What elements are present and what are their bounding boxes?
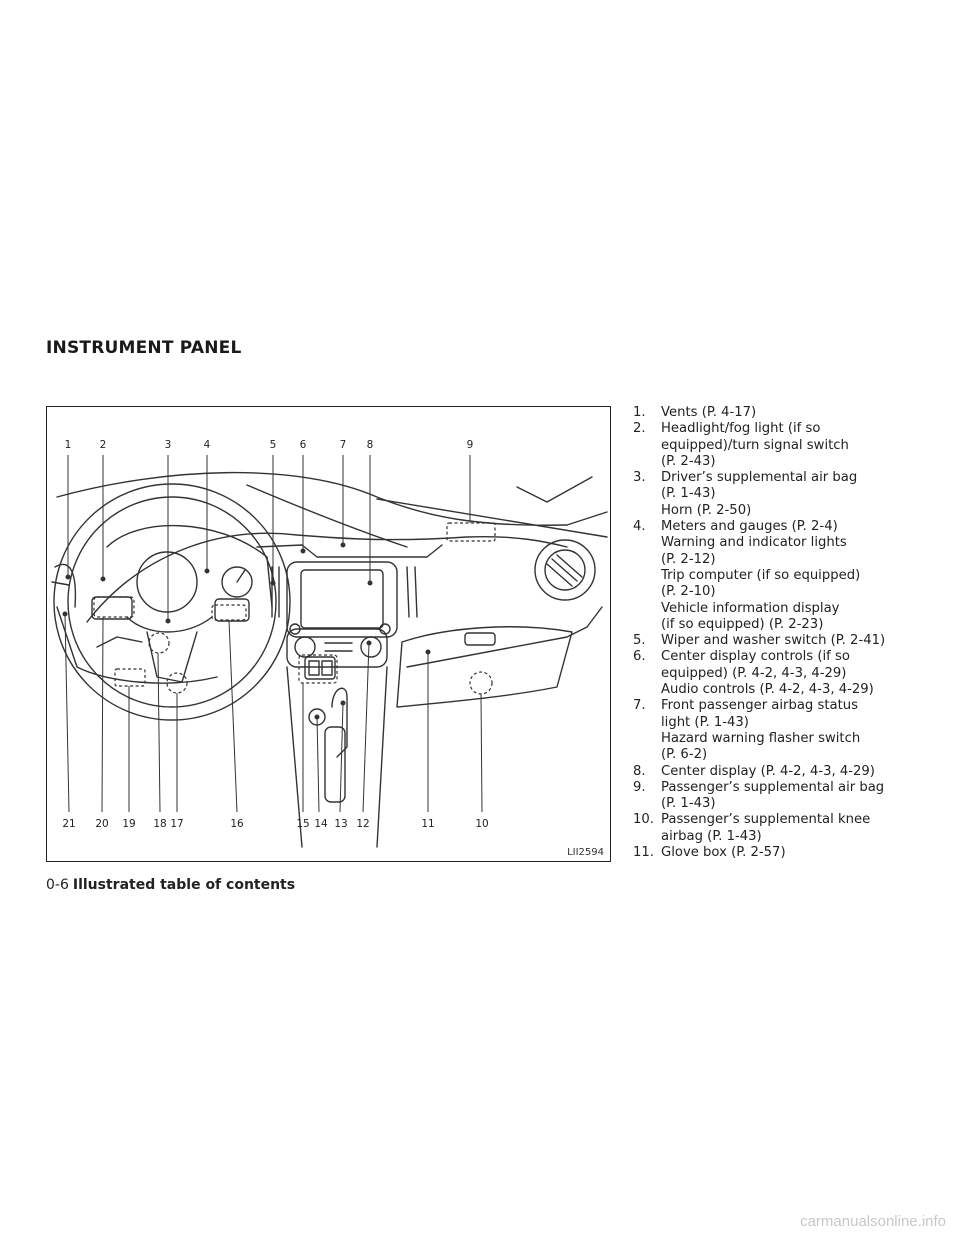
- item-text: Front passenger airbag status: [661, 698, 859, 714]
- item-number: 10.: [633, 812, 654, 828]
- callout-5: 5: [269, 439, 277, 451]
- callout-17: 17: [170, 818, 184, 830]
- callout-16: 16: [230, 818, 244, 830]
- callout-4: 4: [203, 439, 211, 451]
- item-number: 2.: [633, 421, 646, 437]
- item-text: Driver’s supplemental air bag: [661, 470, 858, 486]
- item-text: Warning and indicator lights: [661, 535, 847, 551]
- callout-21: 21: [62, 818, 76, 830]
- item-text: equipped)/turn signal switch: [661, 437, 849, 453]
- item-text: Vehicle information display: [661, 600, 840, 616]
- item-text: Glove box (P. 2-57): [661, 845, 786, 861]
- item-text: Headlight/fog light (if so: [661, 421, 821, 437]
- list-item[interactable]: 8. Center display (P. 4-2, 4-3, 4-29): [633, 764, 933, 780]
- item-text: Meters and gauges (P. 2-4): [661, 519, 838, 535]
- callout-9: 9: [466, 439, 474, 451]
- callout-6: 6: [299, 439, 307, 451]
- page-number: 0-6: [46, 877, 69, 893]
- list-item[interactable]: 7. Front passenger airbag status light (…: [633, 698, 933, 763]
- item-text: Vents (P. 4-17): [661, 405, 757, 420]
- callout-8: 8: [366, 439, 374, 451]
- item-text: Horn (P. 2-50): [661, 502, 752, 518]
- callout-1: 1: [64, 439, 72, 451]
- callout-7: 7: [339, 439, 347, 451]
- item-text: Passenger’s supplemental air bag: [661, 779, 885, 795]
- callout-2: 2: [99, 439, 107, 451]
- watermark: carmanualsonline.info: [800, 1213, 946, 1230]
- item-text: equipped) (P. 4-2, 4-3, 4-29): [661, 665, 847, 681]
- list-item[interactable]: 6. Center display controls (if so equipp…: [633, 649, 933, 698]
- item-number: 6.: [633, 649, 646, 665]
- item-text: Audio controls (P. 4-2, 4-3, 4-29): [661, 682, 874, 698]
- item-text: Hazard warning flasher switch: [661, 730, 861, 746]
- item-text: Trip computer (if so equipped): [661, 567, 861, 583]
- instrument-panel-figure: 1 2 3 4 5 6 7 8 9 21 20 19 18 17 16 15 1…: [46, 406, 611, 862]
- callout-3: 3: [164, 439, 172, 451]
- item-text: (P. 2-43): [661, 453, 716, 469]
- item-text: (P. 2-12): [661, 551, 716, 567]
- item-text: Center display controls (if so: [661, 649, 850, 665]
- item-text: Passenger’s supplemental knee: [661, 812, 871, 828]
- callout-15: 15: [296, 818, 310, 830]
- section-title: INSTRUMENT PANEL: [46, 338, 242, 358]
- list-item[interactable]: 2. Headlight/fog light (if so equipped)/…: [633, 421, 933, 470]
- item-number: 8.: [633, 763, 646, 779]
- item-number: 5.: [633, 633, 646, 649]
- item-number: 3.: [633, 470, 646, 486]
- callout-18: 18: [153, 818, 167, 830]
- list-item[interactable]: 4. Meters and gauges (P. 2-4) Warning an…: [633, 519, 933, 633]
- item-text: light (P. 1-43): [661, 714, 749, 730]
- callout-14: 14: [314, 818, 328, 830]
- callout-19: 19: [122, 818, 136, 830]
- item-number: 1.: [633, 405, 646, 420]
- item-text: airbag (P. 1-43): [661, 828, 762, 844]
- item-text: Wiper and washer switch (P. 2-41): [661, 633, 886, 649]
- contents-list: 1. Vents (P. 4-17) 2. Headlight/fog ligh…: [633, 405, 933, 861]
- figure-id: LII2594: [567, 847, 604, 858]
- item-text: (P. 1-43): [661, 796, 716, 812]
- callout-13: 13: [334, 818, 348, 830]
- item-number: 4.: [633, 519, 646, 535]
- item-number: 9.: [633, 779, 646, 795]
- item-number: 7.: [633, 698, 646, 714]
- callout-12: 12: [356, 818, 370, 830]
- instrument-panel-drawing: [51, 455, 608, 848]
- list-item[interactable]: 10. Passenger’s supplemental knee airbag…: [633, 812, 933, 845]
- item-text: (P. 2-10): [661, 584, 716, 600]
- callout-10: 10: [475, 818, 489, 830]
- item-text: (P. 6-2): [661, 747, 708, 763]
- list-item[interactable]: 5. Wiper and washer switch (P. 2-41): [633, 633, 933, 649]
- list-item[interactable]: 9. Passenger’s supplemental air bag (P. …: [633, 780, 933, 813]
- callout-11: 11: [421, 818, 435, 830]
- list-item[interactable]: 3. Driver’s supplemental air bag (P. 1-4…: [633, 470, 933, 519]
- list-item[interactable]: 11. Glove box (P. 2-57): [633, 845, 933, 861]
- list-item[interactable]: 1. Vents (P. 4-17): [633, 405, 933, 421]
- item-text: (P. 1-43): [661, 486, 716, 502]
- callout-20: 20: [95, 818, 109, 830]
- footer-title: Illustrated table of contents: [72, 877, 296, 893]
- item-number: 11.: [633, 845, 654, 861]
- item-text: (if so equipped) (P. 2-23): [661, 616, 824, 632]
- item-text: Center display (P. 4-2, 4-3, 4-29): [661, 763, 875, 779]
